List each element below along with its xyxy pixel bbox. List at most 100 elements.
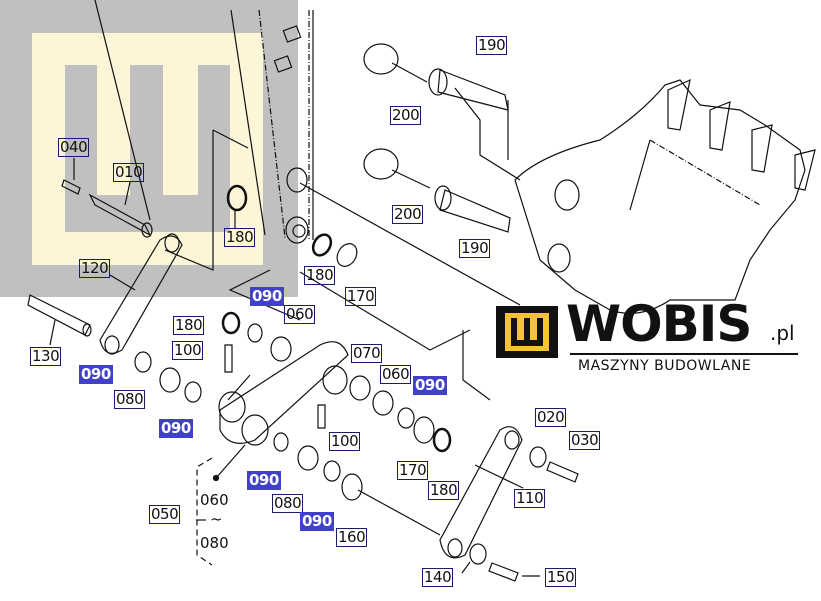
leader-line: [461, 561, 471, 574]
part-label-180: 180: [224, 228, 256, 247]
part-label-030: 030: [569, 431, 601, 450]
part-label-200: 200: [390, 106, 422, 125]
seal-090: [184, 381, 202, 403]
seal-090: [397, 407, 415, 429]
logo-divider: [570, 353, 798, 355]
link-120-eye: [104, 335, 120, 355]
pin-010-edge: [94, 0, 151, 221]
logo-mark-inner: [505, 313, 549, 351]
part-label-170: 170: [397, 461, 429, 480]
logo-wordmark: WOBIS: [566, 295, 752, 353]
pin-190-flange: [434, 185, 452, 211]
part-label-070: 070: [351, 344, 383, 363]
bracket: [273, 55, 293, 73]
part-label-080: 080: [272, 494, 304, 513]
lock-pin-200: [391, 169, 431, 189]
part-label-010: 010: [113, 163, 145, 182]
part-label-180: 180: [428, 481, 460, 500]
pin-130-end: [82, 323, 92, 337]
arm-bushing: [286, 167, 308, 193]
bucket-edge: [649, 139, 761, 206]
bucket-link-eye: [218, 391, 246, 423]
part-label-040: 040: [58, 138, 90, 157]
part-label-020: 020: [535, 408, 567, 427]
part-label-090-highlight: 090: [247, 471, 281, 490]
part-label-100: 100: [172, 341, 204, 360]
leader-line: [212, 129, 249, 149]
lock-pin-200: [391, 62, 428, 83]
part-label-060: 060: [380, 365, 412, 384]
part-label-190: 190: [476, 36, 508, 55]
logo-glyph-icon: [511, 318, 543, 346]
part-label-180: 180: [173, 316, 205, 335]
arm-bushing-hole: [292, 224, 306, 238]
bucket-tooth: [667, 78, 691, 131]
grease-fitting-100: [224, 344, 233, 373]
bushing-070: [349, 375, 371, 401]
leader-line: [109, 274, 136, 291]
leader-line: [357, 489, 441, 536]
logo-mark-icon: [496, 306, 558, 358]
arm-line: [230, 9, 266, 236]
bucket-link-050: [219, 341, 349, 444]
leader-line: [299, 271, 471, 351]
link-110-eye: [504, 430, 520, 450]
bucket-link-eye: [241, 414, 269, 446]
part-label-060: 060: [284, 305, 316, 324]
leader-line: [164, 130, 214, 271]
bushing-060: [372, 390, 394, 416]
part-label-150: 150: [545, 568, 577, 587]
pin-190-flange: [428, 68, 448, 96]
leader-line: [124, 181, 131, 206]
link-110-eye: [447, 538, 463, 558]
bucket-boss: [547, 243, 571, 273]
arm-bushing: [285, 216, 309, 244]
leader-line: [462, 330, 491, 401]
seal-090: [323, 460, 341, 482]
washer-090: [247, 323, 263, 343]
assembly-range-from: 060: [200, 491, 229, 509]
part-label-090-highlight: 090: [79, 365, 113, 384]
part-label-120: 120: [79, 259, 111, 278]
watermark-logo-mark: [65, 65, 230, 232]
leader-line: [454, 87, 521, 181]
pin-190: [439, 189, 511, 233]
wobis-logo: WOBIS .pl MASZYNY BUDOWLANE: [496, 295, 816, 378]
link-120: [99, 235, 183, 354]
washer-090: [273, 432, 289, 452]
bucket-boss: [554, 179, 580, 211]
bolt-150: [488, 562, 519, 582]
assembly-bracket: [196, 457, 213, 566]
lock-pin-ring: [363, 43, 399, 75]
part-label-140: 140: [422, 568, 454, 587]
grease-fitting-100: [317, 404, 326, 429]
nut-020: [529, 446, 547, 468]
o-ring-180: [432, 427, 452, 453]
o-ring: [311, 233, 333, 257]
bucket: [514, 79, 806, 314]
grease-fitting-040: [61, 179, 81, 195]
leader-line: [215, 444, 246, 479]
part-label-130: 130: [30, 347, 62, 366]
washer: [336, 243, 358, 267]
assembly-range-to: 080: [200, 534, 229, 552]
pin-190: [437, 69, 509, 111]
arm-line: [258, 9, 286, 239]
part-label-100: 100: [329, 432, 361, 451]
nut-140: [469, 543, 487, 565]
bucket-tooth: [751, 124, 773, 173]
part-label-090-highlight: 090: [300, 512, 334, 531]
bracket: [282, 25, 302, 43]
part-label-090-highlight: 090: [159, 419, 193, 438]
pin-130: [27, 294, 91, 336]
o-ring: [226, 184, 248, 212]
bolt-030: [546, 461, 579, 483]
part-label-090-highlight: 090: [413, 376, 447, 395]
o-ring-180: [221, 311, 241, 335]
part-label-180: 180: [304, 266, 336, 285]
assembly-range-tilde: ~: [210, 510, 223, 528]
part-label-160: 160: [336, 528, 368, 547]
bucket-tooth: [794, 149, 816, 191]
leader-line: [474, 464, 524, 489]
